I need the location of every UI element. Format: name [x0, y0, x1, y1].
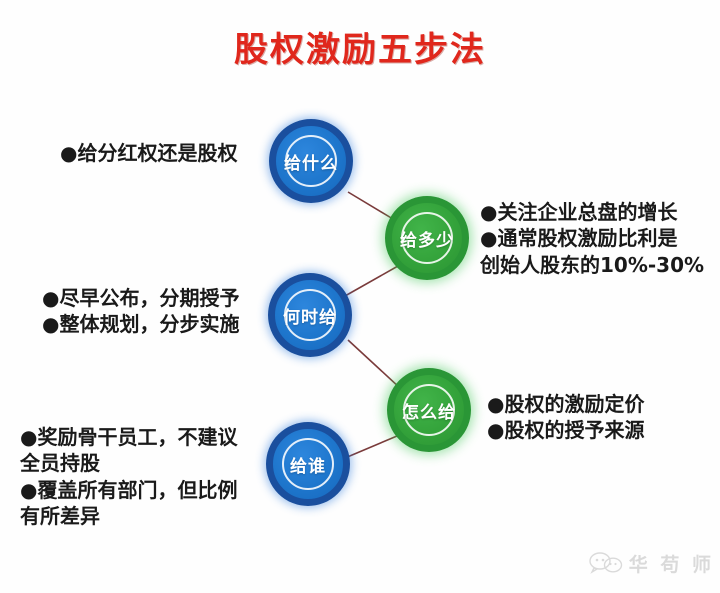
annotation-line: ●通常股权激励比利是	[480, 226, 678, 251]
annotation-how-much: ●关注企业总盘的增长 ●通常股权激励比利是 创始人股东的10%-30%	[480, 199, 704, 278]
node-how-much-label: 给多少	[400, 230, 454, 251]
annotation-line: ●尽早公布，分期授予	[42, 286, 240, 310]
node-how-much[interactable]: 给多少	[385, 196, 469, 280]
annotation-line: 全员持股	[20, 451, 100, 476]
annotation-who: ●奖励骨干员工，不建议 全员持股 ●覆盖所有部门，但比例 有所差异	[20, 424, 237, 530]
annotation-line: ●给分红权还是股权	[60, 141, 238, 165]
annotation-line: 创始人股东的10%-30%	[480, 252, 705, 277]
node-how[interactable]: 怎么给	[387, 368, 471, 452]
wechat-bubbles-icon	[589, 551, 623, 575]
node-inner-ring-icon	[282, 438, 334, 490]
node-inner-ring-icon	[403, 384, 455, 436]
annotation-line: ●整体规划，分步实施	[42, 312, 240, 337]
node-what[interactable]: 给什么	[269, 119, 353, 203]
node-who[interactable]: 给谁	[266, 422, 350, 506]
page-title: 股权激励五步法	[234, 30, 486, 70]
annotation-line: 有所差异	[20, 504, 100, 529]
annotation-when: ●尽早公布，分期授予 ●整体规划，分步实施	[42, 285, 239, 338]
node-inner-ring-icon	[285, 135, 337, 187]
node-how-label: 怎么给	[402, 402, 456, 423]
node-when-label: 何时给	[283, 307, 337, 328]
node-who-label: 给谁	[290, 456, 326, 477]
annotation-line: ●覆盖所有部门，但比例	[20, 477, 238, 502]
annotation-line: ●奖励骨干员工，不建议	[20, 425, 238, 449]
annotation-line: ●关注企业总盘的增长	[480, 200, 678, 224]
node-inner-ring-icon	[401, 212, 453, 264]
annotation-how: ●股权的激励定价 ●股权的授予来源	[487, 391, 644, 444]
node-inner-ring-icon	[284, 289, 336, 341]
annotation-line: ●股权的授予来源	[487, 418, 645, 443]
annotation-line: ●股权的激励定价	[487, 392, 645, 416]
watermark: 华 苟 师	[536, 545, 714, 581]
node-what-label: 给什么	[284, 153, 338, 174]
annotation-what: ●给分红权还是股权	[60, 140, 237, 166]
watermark-text: 华 苟 师	[628, 553, 714, 576]
node-when[interactable]: 何时给	[268, 273, 352, 357]
